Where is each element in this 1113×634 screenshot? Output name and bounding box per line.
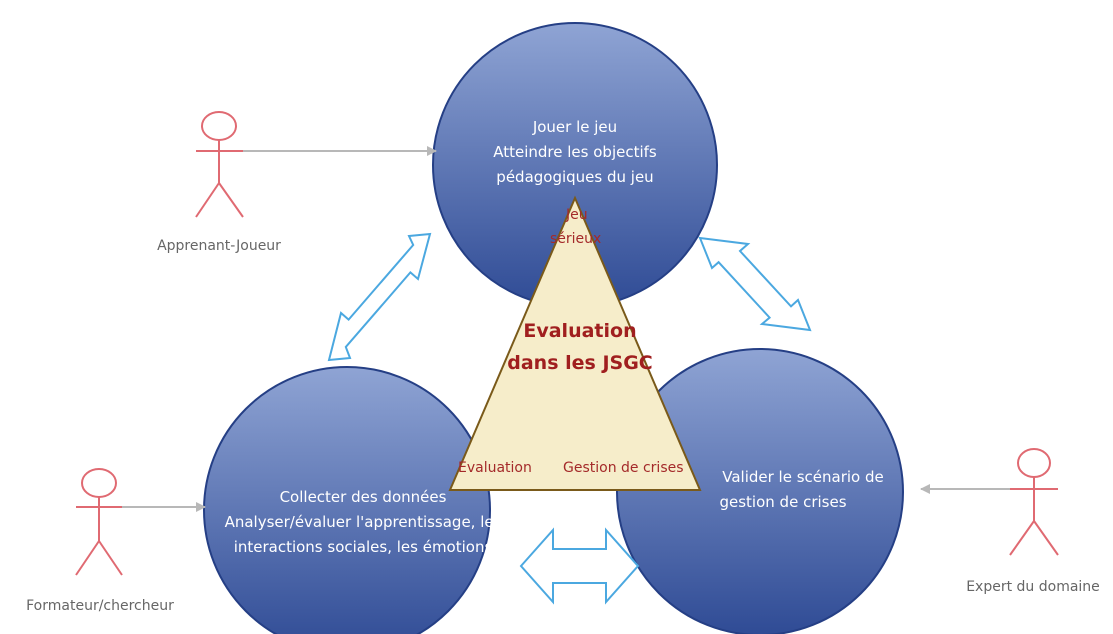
circle-top-line-1: Jouer le jeu (532, 118, 617, 136)
actor-label-trainer: Formateur/chercheur (26, 598, 174, 614)
double-arrow-left-top (327, 232, 432, 362)
triangle-right-label: Gestion de crises (563, 460, 684, 476)
stick-figure-icon (75, 468, 123, 576)
circle-top-line-2: Atteindre les objectifs (493, 143, 657, 161)
actor-label-expert: Expert du domaine (966, 579, 1100, 595)
circle-right-line-1: Valider le scénario de (722, 468, 884, 486)
circle-left-line-1: Collecter des données (280, 488, 447, 506)
stick-figure-icon (1009, 448, 1059, 556)
circle-right-line-2: gestion de crises (719, 493, 846, 511)
double-arrow-left-right (519, 527, 640, 605)
stick-figure-icon (195, 111, 244, 218)
evaluation-triangle (448, 195, 702, 491)
circle-left-line-2: Analyser/évaluer l'apprentissage, les (225, 513, 502, 531)
triangle-title-line-1: Evaluation (523, 320, 636, 342)
triangle-title-line-2: dans les JSGC (507, 352, 653, 374)
actor-label-learner: Apprenant-Joueur (157, 238, 281, 254)
circle-left-line-3: interactions sociales, les émotions (234, 538, 493, 556)
triangle-left-label: Evaluation (458, 460, 532, 476)
double-arrow-top-right (698, 236, 812, 332)
circle-validate-scenario (616, 348, 904, 634)
triangle-top-label-line-1: Jeu (565, 207, 588, 223)
triangle-top-label-line-2: sérieux (550, 231, 601, 247)
circle-top-line-3: pédagogiques du jeu (496, 168, 653, 186)
